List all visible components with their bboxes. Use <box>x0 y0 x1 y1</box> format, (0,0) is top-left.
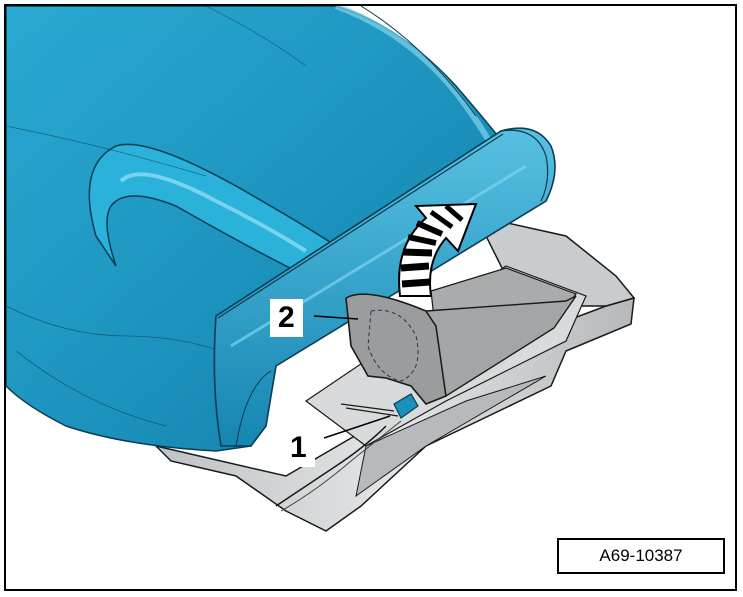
callout-1-label: 1 <box>282 429 315 467</box>
diagram-frame: 2 1 A69-10387 <box>4 4 737 591</box>
reference-code-box: A69-10387 <box>557 538 725 574</box>
part-2-clip <box>345 293 577 405</box>
part-1-clip <box>340 393 419 419</box>
seat-cushion <box>6 6 507 452</box>
rotation-arrow-icon <box>398 202 478 297</box>
callout-1-leader <box>323 415 391 439</box>
callout-2-leader <box>313 315 359 320</box>
reference-code: A69-10387 <box>599 546 683 565</box>
seat-illustration <box>6 6 636 532</box>
callout-2-label: 2 <box>270 299 303 337</box>
